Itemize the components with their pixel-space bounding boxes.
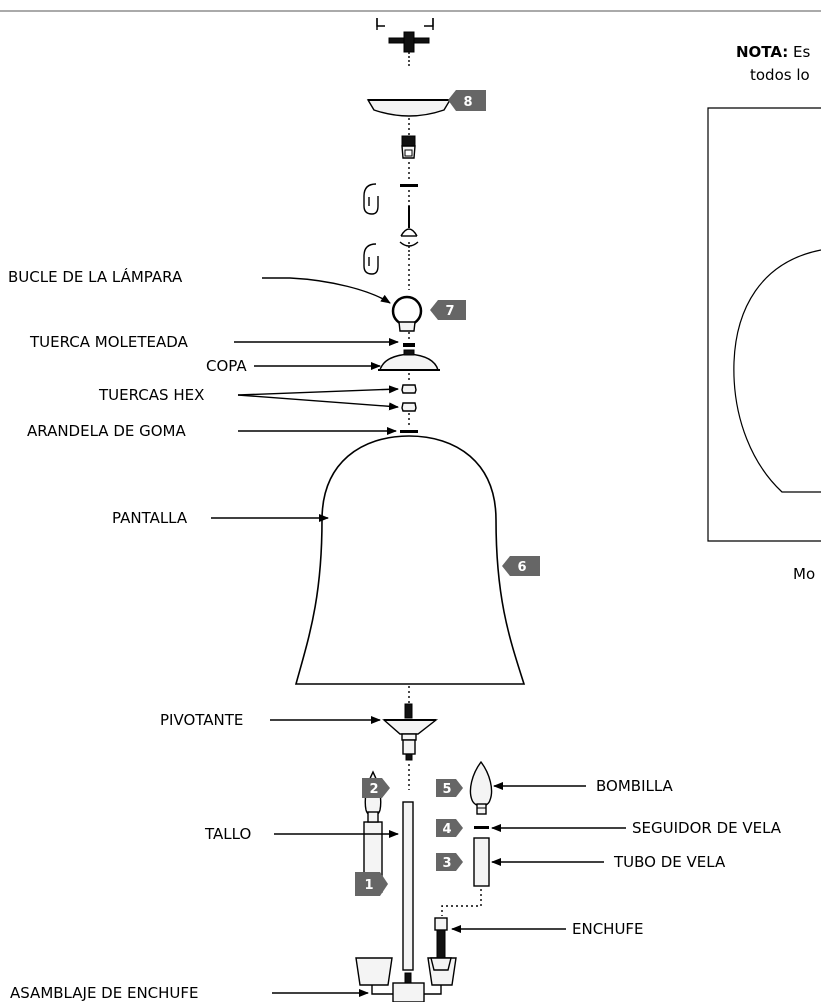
hook-screw xyxy=(399,206,419,262)
step-badge-7: 7 xyxy=(430,300,466,320)
step-badge-5: 5 xyxy=(436,779,463,797)
candle-follower-part xyxy=(474,826,489,829)
inset-caption: Mo xyxy=(793,565,815,583)
rubber-washer-part xyxy=(400,430,418,433)
knurled-nut-part xyxy=(403,343,415,347)
label-knurled-nut: TUERCA MOLETEADA xyxy=(29,333,189,351)
label-stem: TALLO xyxy=(204,825,251,843)
candle-tube-part xyxy=(473,837,490,887)
svg-text:6: 6 xyxy=(517,560,526,575)
label-candle-follower: SEGUIDOR DE VELA xyxy=(632,819,782,837)
label-swivel: PIVOTANTE xyxy=(160,711,243,729)
inset-shade-outline xyxy=(733,249,821,493)
svg-text:8: 8 xyxy=(463,95,472,110)
washer-top xyxy=(400,184,418,187)
label-shade: PANTALLA xyxy=(112,509,188,527)
note-line-2: todos lo xyxy=(750,66,810,84)
step-badge-4: 4 xyxy=(436,819,463,837)
shade-part xyxy=(294,435,526,685)
step-badge-6: 6 xyxy=(502,556,540,576)
wire-line-socket xyxy=(441,889,482,916)
bulb-part xyxy=(469,760,493,815)
svg-text:7: 7 xyxy=(445,304,454,319)
svg-text:1: 1 xyxy=(364,878,373,893)
svg-text:3: 3 xyxy=(442,856,451,871)
coupling-nut xyxy=(401,135,416,159)
chain-link-upper xyxy=(363,183,379,215)
label-bulb: BOMBILLA xyxy=(596,777,674,795)
label-rubber-washer: ARANDELA DE GOMA xyxy=(27,422,186,440)
socket-part xyxy=(430,917,452,971)
label-socket-assembly: ASAMBLAJE DE ENCHUFE xyxy=(10,984,199,1002)
svg-text:4: 4 xyxy=(442,822,451,837)
hex-nut-2 xyxy=(401,402,417,412)
cup-part xyxy=(378,349,440,371)
label-socket: ENCHUFE xyxy=(572,920,644,938)
lamp-loop xyxy=(391,295,423,332)
stem-part xyxy=(402,801,414,971)
step-badge-3: 3 xyxy=(436,853,463,871)
hex-nut-1 xyxy=(401,384,417,394)
canopy xyxy=(366,99,452,117)
label-cup: COPA xyxy=(206,357,247,375)
chain-link-lower xyxy=(363,243,379,275)
label-hex-nuts: TUERCAS HEX xyxy=(98,386,204,404)
step-badge-8: 8 xyxy=(448,90,486,111)
svg-text:5: 5 xyxy=(442,782,451,797)
svg-text:2: 2 xyxy=(369,782,378,797)
note-line-1: NOTA: Es xyxy=(736,43,811,61)
step-badge-2: 2 xyxy=(362,778,390,798)
step-badge-1: 1 xyxy=(355,872,388,896)
leader-lines xyxy=(211,277,626,997)
inset-frame xyxy=(707,107,821,542)
swivel-part xyxy=(382,703,439,761)
label-candle-tube: TUBO DE VELA xyxy=(613,853,726,871)
mounting-bracket xyxy=(376,18,434,30)
label-lamp-loop: BUCLE DE LA LÁMPARA xyxy=(8,267,183,286)
mounting-plate xyxy=(388,31,430,68)
